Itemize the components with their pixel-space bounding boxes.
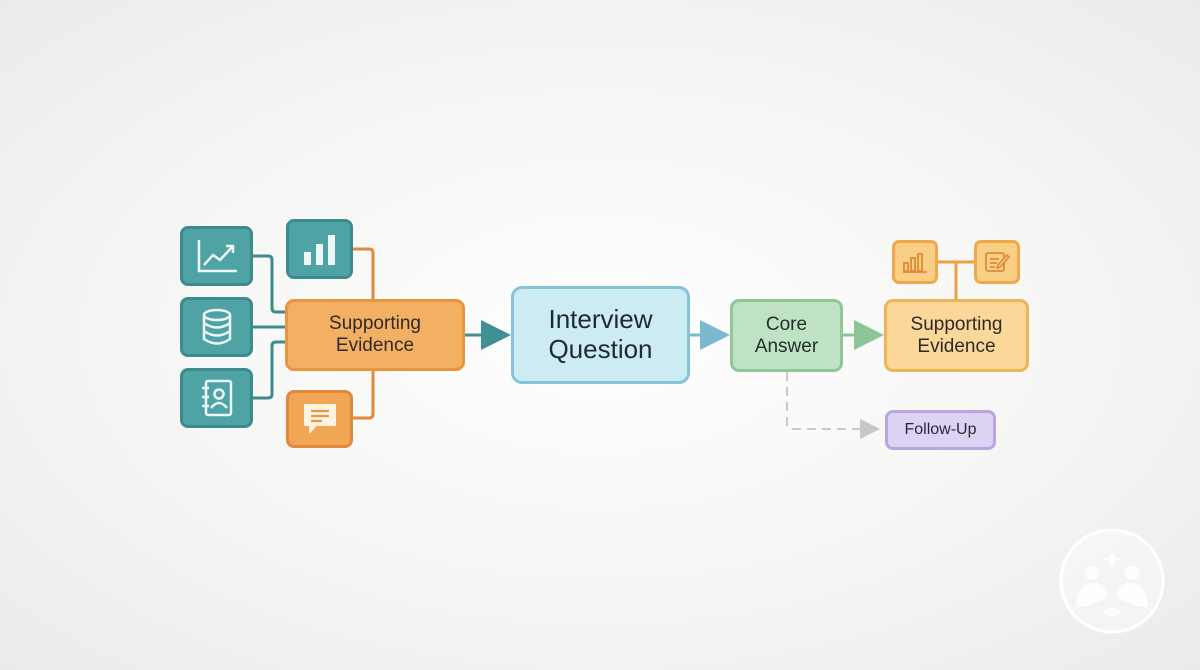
contact-book-icon [180,368,253,428]
supporting-evidence-left-label: Supporting Evidence [329,313,421,356]
line-chart-icon [180,226,253,286]
follow-up-node: Follow-Up [885,410,996,450]
bar-chart-icon [892,240,938,284]
bar-chart-icon [286,219,353,279]
supporting-evidence-right: Supporting Evidence [884,299,1029,372]
wire-chart-to-evidence [252,254,287,314]
wire-barchart-to-evidence [352,247,375,300]
note-edit-icon [974,240,1020,284]
watermark-logo-icon [1059,528,1165,634]
database-icon [180,297,253,357]
core-answer-label: Core Answer [754,313,819,357]
follow-up-label: Follow-Up [904,420,977,438]
wire-contacts-to-evidence [252,340,287,400]
chat-bubble-icon [286,390,353,448]
wire-chat-to-evidence [352,370,375,420]
supporting-evidence-left: Supporting Evidence [285,299,465,371]
supporting-evidence-right-label: Supporting Evidence [910,313,1003,357]
interview-question-label: Interview Question [548,304,653,364]
interview-question-node: Interview Question [511,286,690,384]
core-answer-node: Core Answer [730,299,843,372]
arrow-core-to-followup [786,372,880,439]
